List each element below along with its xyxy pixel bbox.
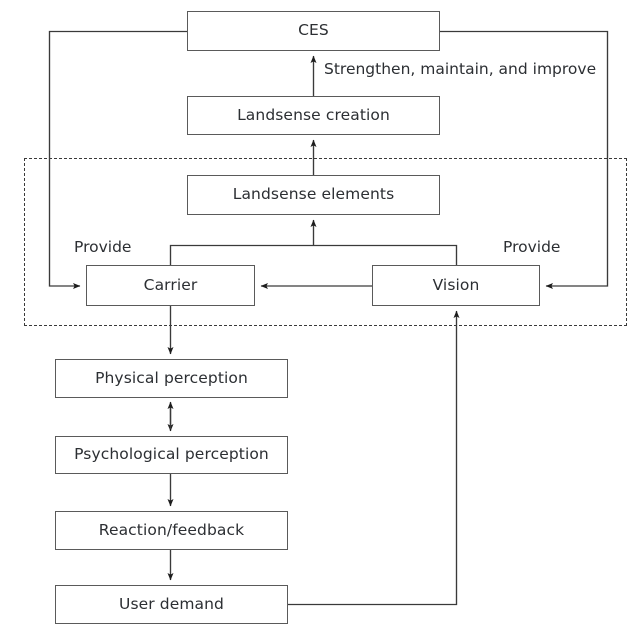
- connector-carrier-to-merge: [169, 244, 314, 265]
- edge-label-provide-right: Provide: [501, 238, 563, 256]
- node-ces[interactable]: CES: [187, 11, 440, 51]
- edge-label-provide-left: Provide: [72, 238, 134, 256]
- node-vision[interactable]: Vision: [372, 265, 540, 306]
- node-landsense-elements[interactable]: Landsense elements: [187, 175, 440, 215]
- connector-user-demand-to-vision: [288, 310, 460, 606]
- node-carrier[interactable]: Carrier: [86, 265, 255, 306]
- node-landsense-creation[interactable]: Landsense creation: [187, 96, 440, 135]
- node-user-demand[interactable]: User demand: [55, 585, 288, 624]
- edge-label-strengthen-maintain-improve: Strengthen, maintain, and improve: [322, 60, 599, 78]
- node-physical-perception[interactable]: Physical perception: [55, 359, 288, 398]
- node-psychological-perception[interactable]: Psychological perception: [55, 436, 288, 474]
- connector-vision-to-merge: [313, 244, 458, 265]
- node-reaction-feedback[interactable]: Reaction/feedback: [55, 511, 288, 550]
